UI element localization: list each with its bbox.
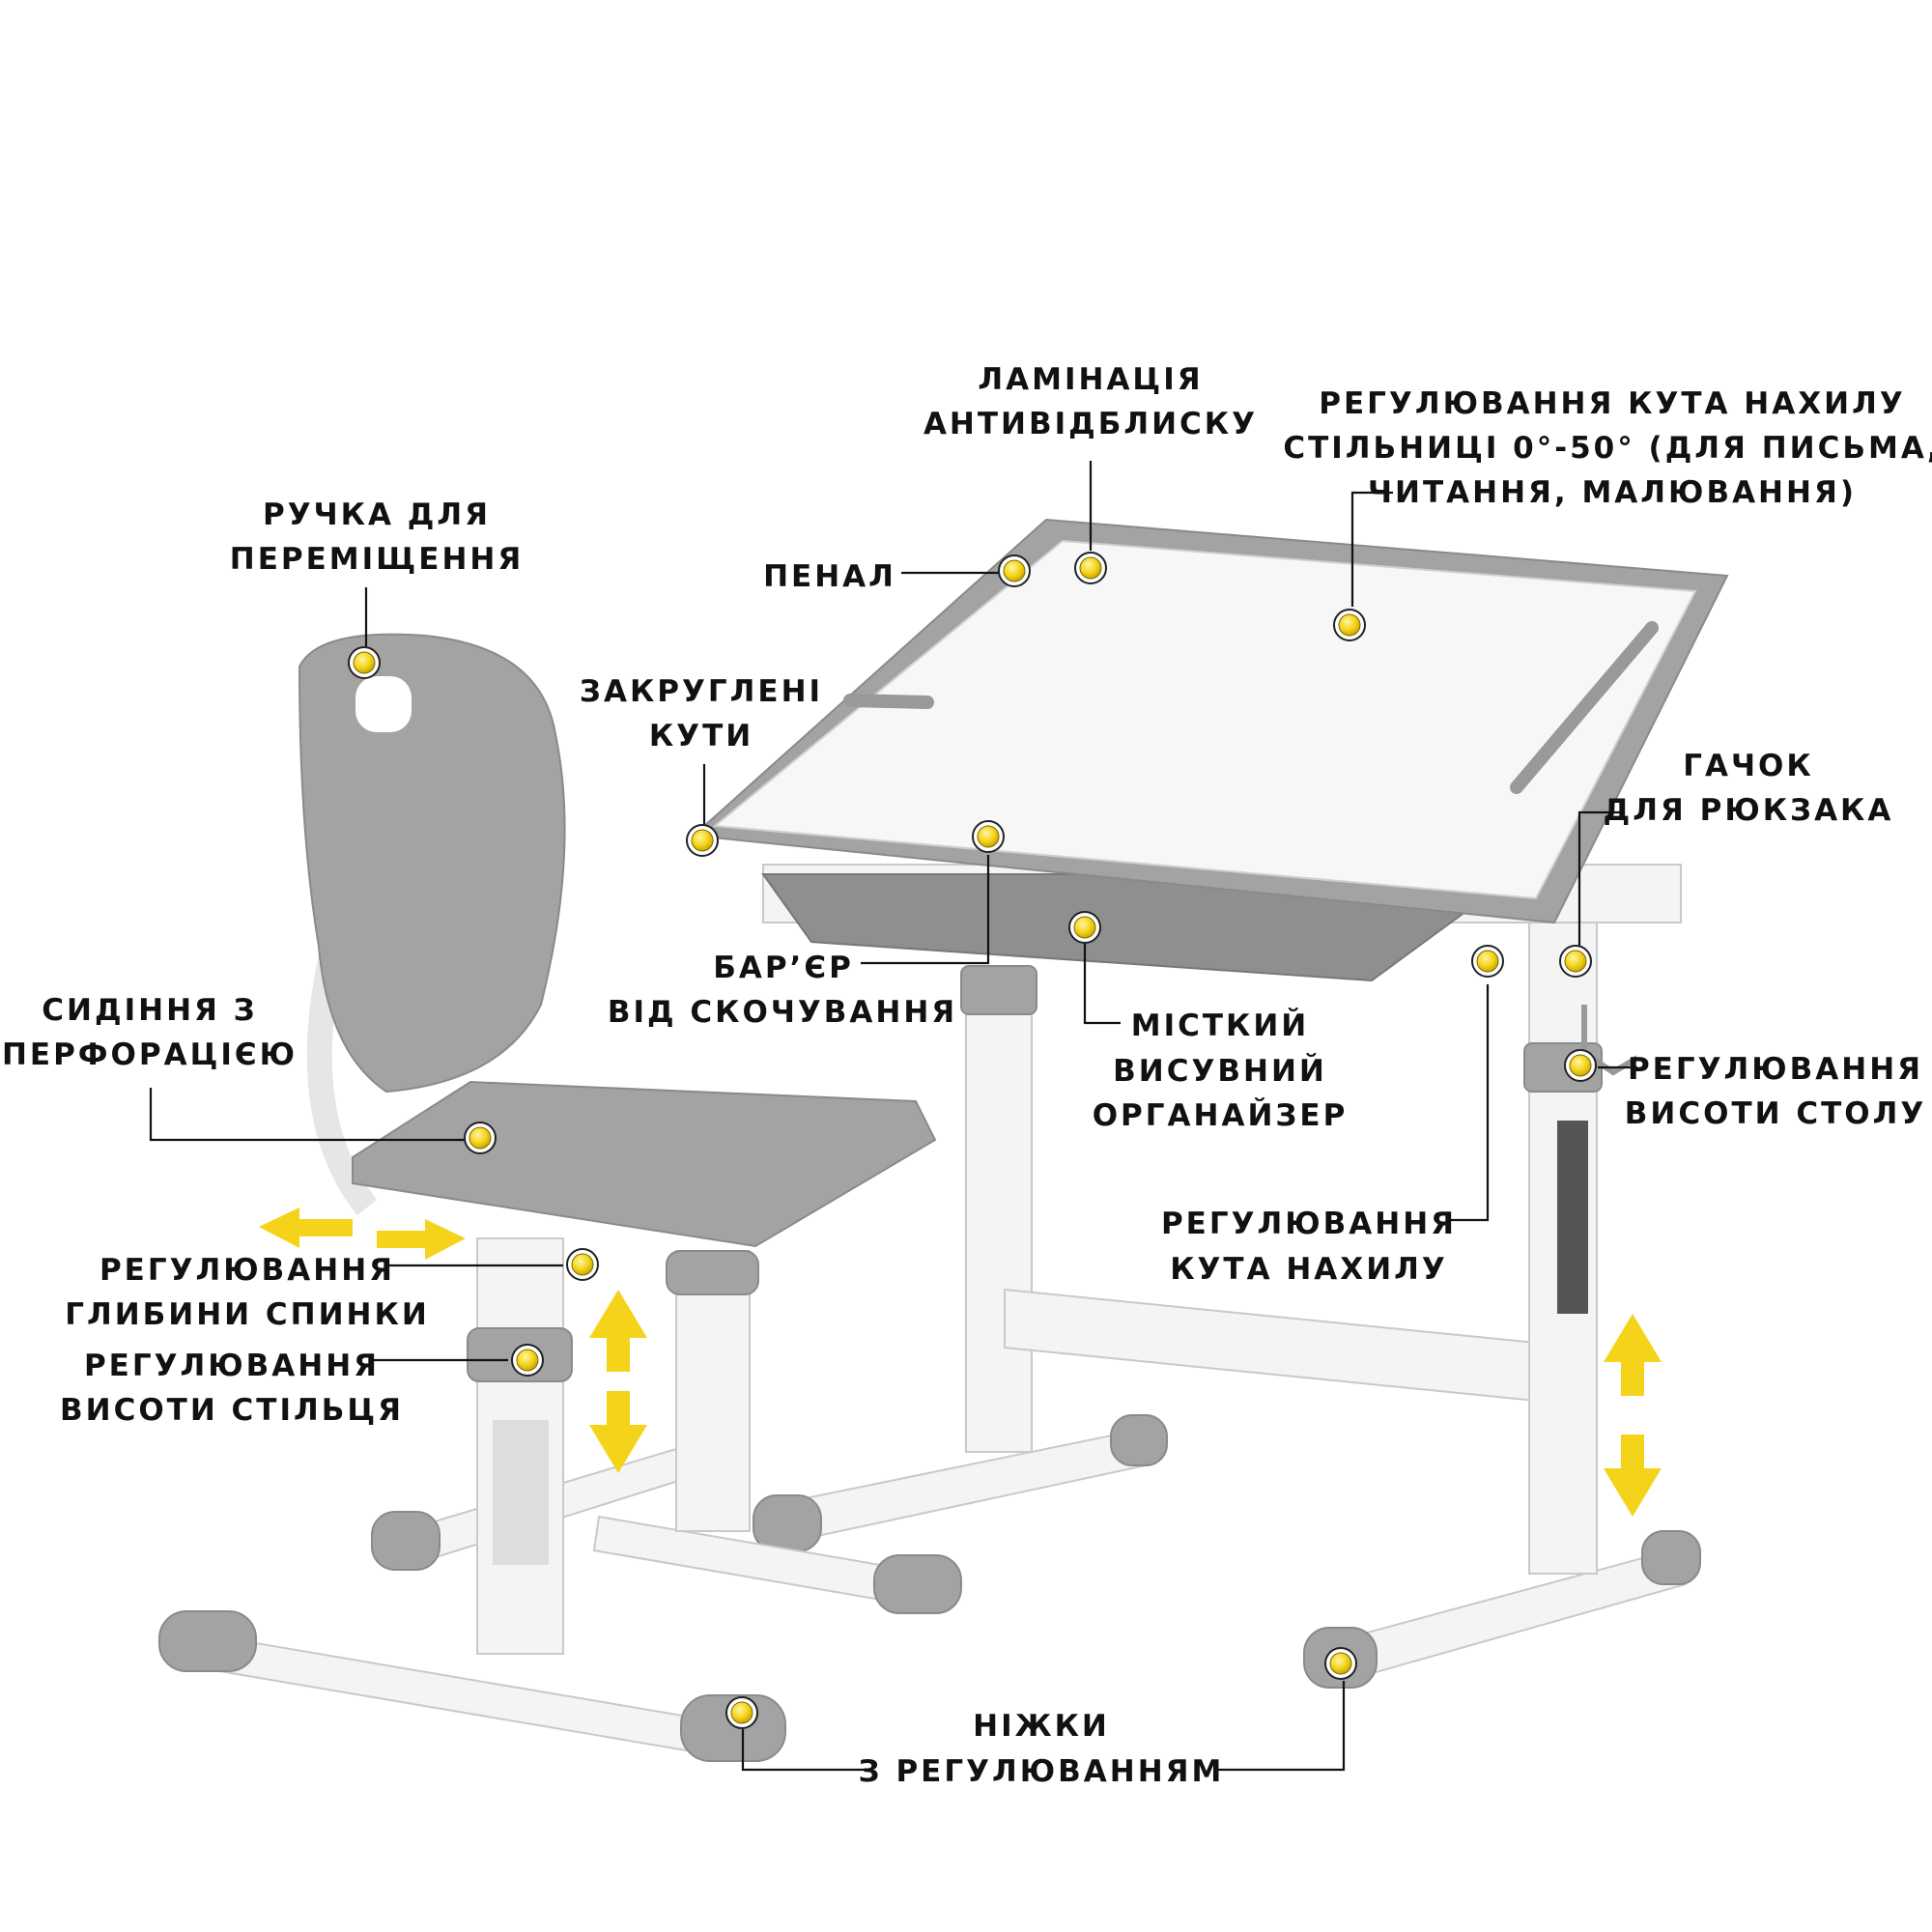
callout-dot-center	[1338, 613, 1361, 637]
label-line: ЗАКРУГЛЕНІ	[580, 674, 823, 709]
desk-leg-left-collar	[960, 965, 1037, 1015]
label-line: РЕГУЛЮВАННЯ КУТА НАХИЛУ	[1319, 386, 1905, 421]
label-seat: СИДІННЯ З ПЕРФОРАЦІЄЮ	[2, 993, 298, 1072]
label-legs: НІЖКИ З РЕГУЛЮВАННЯМ	[859, 1709, 1225, 1789]
label-line: СИДІННЯ З	[42, 993, 257, 1028]
label-pencil-case: ПЕНАЛ	[763, 559, 896, 594]
label-line: СТІЛЬНИЦІ 0°-50° (ДЛЯ ПИСЬМА,	[1283, 431, 1932, 466]
label-line: ГЛИБИНИ СПИНКИ	[65, 1297, 430, 1332]
callout-dot-center	[353, 651, 376, 674]
callout-dot-center	[571, 1253, 594, 1276]
pencil-tray	[843, 694, 934, 709]
chair-foot-front	[189, 1631, 707, 1755]
callout-dots	[348, 552, 1597, 1729]
chair-foot-back-cap	[371, 1511, 440, 1571]
callout-dot-center	[1569, 1054, 1592, 1077]
arrow-down-icon	[589, 1391, 647, 1473]
desk-crossbar	[1004, 1288, 1537, 1403]
leader-lines	[149, 461, 1637, 1772]
chair-backrest	[298, 633, 566, 1094]
label-line: ПЕРФОРАЦІЄЮ	[2, 1037, 298, 1072]
label-line: ВИСОТИ СТОЛУ	[1625, 1096, 1926, 1131]
label-line: РЕГУЛЮВАННЯ	[1161, 1207, 1457, 1241]
callout-dot-center	[977, 825, 1000, 848]
chair-foot-mid	[592, 1515, 910, 1605]
callout-dot-center	[1073, 916, 1096, 939]
label-line: АНТИВІДБЛИСКУ	[923, 407, 1258, 441]
label-line: З РЕГУЛЮВАННЯМ	[859, 1754, 1225, 1789]
label-line: КУТИ	[649, 719, 753, 753]
label-line: ПЕРЕМІЩЕННЯ	[230, 542, 524, 577]
label-line: ЛАМІНАЦІЯ	[978, 362, 1203, 397]
arrow-up-icon	[589, 1290, 647, 1372]
label-line: ВИСОТИ СТІЛЬЦЯ	[60, 1393, 404, 1428]
arrow-left-icon	[259, 1208, 353, 1248]
callout-dot-center	[691, 829, 714, 852]
label-desk-height: РЕГУЛЮВАННЯ ВИСОТИ СТОЛУ	[1625, 1052, 1926, 1131]
desk-foot-left-cap-back	[1110, 1414, 1168, 1466]
callout-dot-center	[1329, 1652, 1352, 1675]
chair-foot-front-right-cap	[680, 1694, 786, 1762]
label-line: ВІД СКОЧУВАННЯ	[608, 995, 957, 1030]
callout-dot-center	[730, 1701, 753, 1724]
arrow-down-icon	[1604, 1435, 1662, 1517]
desktop-surface	[712, 539, 1697, 900]
callout-dot-center	[1079, 556, 1102, 580]
label-tilt-top: РЕГУЛЮВАННЯ КУТА НАХИЛУ СТІЛЬНИЦІ 0°-50°…	[1283, 386, 1932, 510]
label-organizer: МІСТКИЙ ВИСУВНИЙ ОРГАНАЙЗЕР	[1093, 1009, 1349, 1133]
label-barrier: БАР’ЄР ВІД СКОЧУВАННЯ	[608, 951, 957, 1030]
chair-foot-mid-cap	[873, 1554, 962, 1614]
label-backrest-depth: РЕГУЛЮВАННЯ ГЛИБИНИ СПИНКИ	[65, 1253, 430, 1332]
desk-leg-left	[965, 978, 1033, 1453]
label-lamination: ЛАМІНАЦІЯ АНТИВІДБЛИСКУ	[923, 362, 1258, 441]
pencil-tray-right	[1510, 621, 1659, 794]
label-tilt-angle: РЕГУЛЮВАННЯ КУТА НАХИЛУ	[1161, 1207, 1457, 1287]
label-line: ВИСУВНИЙ	[1113, 1054, 1327, 1089]
label-handle: РУЧКА ДЛЯ ПЕРЕМІЩЕННЯ	[230, 497, 524, 577]
desk-foot-left-cap-front	[753, 1494, 822, 1552]
label-line: РУЧКА ДЛЯ	[263, 497, 491, 532]
label-line: ПЕНАЛ	[763, 559, 896, 594]
chair-foot-front-left-cap	[158, 1610, 257, 1672]
desk-foot-right-cap-back	[1641, 1530, 1701, 1585]
desk	[691, 518, 1729, 1689]
backrest-handle-hole	[355, 676, 412, 732]
label-line: РЕГУЛЮВАННЯ	[84, 1349, 380, 1383]
label-line: РЕГУЛЮВАННЯ	[1628, 1052, 1923, 1087]
label-line: ДЛЯ РЮКЗАКА	[1604, 793, 1894, 828]
label-line: РЕГУЛЮВАННЯ	[99, 1253, 395, 1288]
chair	[158, 633, 962, 1762]
chair-seat	[352, 1080, 937, 1248]
label-line: МІСТКИЙ	[1131, 1009, 1310, 1043]
callout-dot-center	[516, 1349, 539, 1372]
height-scale-sticker	[1557, 1121, 1588, 1314]
arrow-right-icon	[377, 1219, 466, 1260]
label-line: ГАЧОК	[1683, 749, 1814, 783]
label-line: БАР’ЄР	[713, 951, 854, 985]
callout-dot-center	[469, 1126, 492, 1150]
label-line: ЧИТАННЯ, МАЛЮВАННЯ)	[1368, 475, 1857, 510]
adjustment-arrows	[259, 1208, 1662, 1517]
chair-column-rear-collar	[666, 1250, 759, 1295]
callout-dot-center	[1003, 559, 1026, 582]
label-hook: ГАЧОК ДЛЯ РЮКЗАКА	[1604, 749, 1894, 828]
label-line: НІЖКИ	[973, 1709, 1110, 1744]
label-line: КУТА НАХИЛУ	[1170, 1252, 1448, 1287]
arrow-up-icon	[1604, 1314, 1662, 1396]
callout-dot-center	[1564, 950, 1587, 973]
chair-height-sticker	[493, 1420, 549, 1565]
label-rounded-corners: ЗАКРУГЛЕНІ КУТИ	[580, 674, 823, 753]
callout-dot-center	[1476, 950, 1499, 973]
label-chair-height: РЕГУЛЮВАННЯ ВИСОТИ СТІЛЬЦЯ	[60, 1349, 404, 1428]
label-line: ОРГАНАЙЗЕР	[1093, 1098, 1349, 1133]
backpack-hook-icon	[1581, 1005, 1639, 1076]
